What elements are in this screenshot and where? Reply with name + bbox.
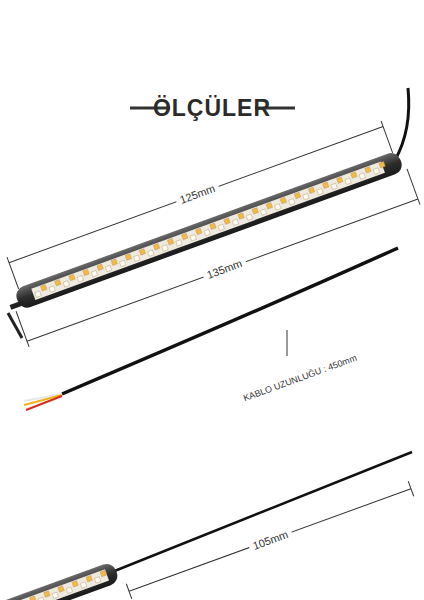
led [294, 192, 300, 198]
dimension-tick [126, 584, 131, 599]
led [134, 255, 140, 261]
cable-tie [8, 313, 22, 338]
led [153, 244, 159, 250]
led [58, 586, 64, 592]
led [218, 224, 224, 230]
dimension-line [129, 489, 411, 592]
led [162, 245, 168, 251]
led [44, 591, 50, 597]
led [38, 597, 44, 600]
led [373, 168, 379, 174]
led [91, 270, 97, 276]
led [204, 229, 210, 235]
led [148, 250, 154, 256]
led [303, 193, 309, 199]
led [72, 581, 78, 587]
led [105, 265, 111, 271]
led [52, 592, 58, 598]
led [66, 587, 72, 593]
led [280, 197, 286, 203]
cable [395, 88, 409, 160]
led [322, 182, 328, 188]
led [167, 238, 173, 244]
led [125, 254, 131, 260]
led [97, 264, 103, 270]
led [317, 188, 323, 194]
led [30, 596, 36, 600]
led [379, 162, 385, 168]
led [190, 235, 196, 241]
dimension-tick [7, 257, 19, 289]
led [359, 173, 365, 179]
led [176, 240, 182, 246]
led [83, 269, 89, 275]
led [345, 178, 351, 184]
dimension-tick [381, 121, 393, 153]
led [182, 233, 188, 239]
led [351, 172, 357, 178]
led [196, 228, 202, 234]
led [246, 214, 252, 220]
cable-length-label: KABLO UZUNLUĞU : 450mm [238, 351, 362, 404]
led [94, 577, 100, 583]
dimension-tick [407, 169, 420, 205]
led [238, 213, 244, 219]
title: ÖLÇÜLER [153, 95, 271, 122]
led [119, 260, 125, 266]
led [232, 219, 238, 225]
leader-line [287, 330, 288, 356]
led [86, 576, 92, 582]
led [41, 285, 47, 291]
led [35, 291, 41, 297]
led [139, 249, 145, 255]
led-row [31, 161, 385, 300]
dimension-label: 125mm [174, 181, 220, 208]
led-row [0, 569, 109, 600]
led [210, 223, 216, 229]
led [55, 280, 61, 286]
led [69, 274, 75, 280]
led [77, 276, 83, 282]
led [308, 187, 314, 193]
led-strip-housing [0, 561, 120, 600]
dimension-tick [408, 481, 413, 496]
wire-red [26, 396, 62, 410]
led [63, 281, 69, 287]
led [266, 203, 272, 209]
dimension-label: 105mm [247, 527, 293, 554]
led [365, 167, 371, 173]
cable [112, 452, 412, 572]
led [274, 204, 280, 210]
led [289, 199, 295, 205]
dimension-label: 135mm [201, 256, 247, 283]
led [331, 183, 337, 189]
led [80, 582, 86, 588]
led [224, 218, 230, 224]
led [49, 286, 55, 292]
led [337, 177, 343, 183]
led [111, 259, 117, 265]
led [100, 570, 106, 576]
led [252, 208, 258, 214]
cable-tie [10, 300, 25, 309]
led-strip-housing [14, 150, 405, 310]
led [260, 209, 266, 215]
